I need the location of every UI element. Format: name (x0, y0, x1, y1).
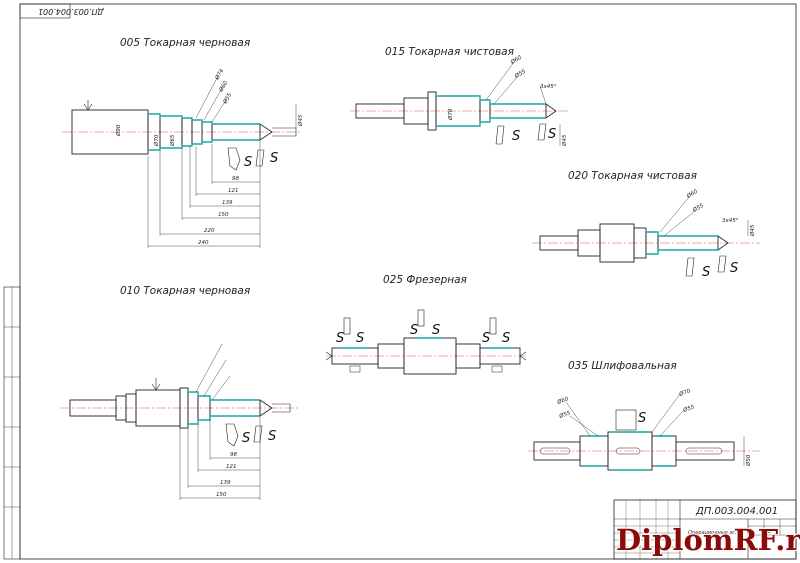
op005-dia-leader-1: Ø74 (213, 67, 225, 82)
feed-s-010a: S (242, 431, 250, 446)
op005-dim-150: 150 (218, 212, 229, 218)
op020-dia-end: Ø45 (749, 224, 756, 237)
op035-dia-4: Ø55 (681, 403, 695, 414)
op005-dia-main: Ø90 (115, 124, 122, 137)
op005-title: 005 Токарная черновая (120, 37, 251, 49)
op025-sketch (325, 309, 527, 375)
op010-dim-150: 150 (216, 492, 227, 498)
op010-sketch (60, 343, 300, 500)
feed-s-005b: S (270, 151, 278, 166)
feed-s-025a: S (336, 331, 344, 346)
titleblock-document-code: ДП.003.004.001 (696, 506, 779, 517)
document-code-rotated: ДП.003.004.001 (38, 7, 104, 16)
title-block (613, 499, 797, 560)
feed-s-005a: S (244, 155, 252, 170)
op035-sketch (528, 393, 760, 471)
titleblock-document-name: Операционные эс... (688, 530, 740, 536)
op020-sketch (532, 195, 760, 277)
op035-dia-1: Ø60 (555, 395, 569, 406)
op010-dim-121: 121 (226, 464, 237, 470)
op005-dim-121: 121 (228, 188, 239, 194)
op005-dim-98: 98 (232, 176, 239, 182)
op035-title: 035 Шлифовальная (568, 360, 677, 372)
feed-s-025e: S (482, 331, 490, 346)
op020-title: 020 Токарная чистовая (568, 170, 697, 182)
feed-s-025b: S (356, 331, 364, 346)
feed-s-025d: S (432, 323, 440, 338)
op010-dim-98: 98 (230, 452, 237, 458)
feed-s-020b: S (730, 261, 738, 276)
feed-s-015a: S (512, 129, 520, 144)
op035-dia-2: Ø55 (557, 409, 571, 420)
op015-title: 015 Токарная чистовая (385, 46, 514, 58)
op005-dim-139: 139 (222, 200, 233, 206)
op015-dia-3: Ø70 (447, 108, 454, 121)
feed-s-025f: S (502, 331, 510, 346)
titleblock-sheet-number: 12 (762, 527, 771, 535)
op020-chamfer: 3х45° (722, 218, 739, 224)
op005-dim-240: 240 (198, 240, 209, 246)
op005-dia-2: Ø70 (153, 134, 160, 147)
watermark-logo: DiplomRF.ru (616, 523, 800, 557)
top-code-box (19, 3, 71, 19)
feed-s-025c: S (410, 323, 418, 338)
op005-dim-220: 220 (204, 228, 215, 234)
op015-sketch (350, 61, 570, 146)
op005-dia-3: Ø65 (169, 134, 176, 147)
feed-s-020a: S (702, 265, 710, 280)
op010-title: 010 Токарная черновая (120, 285, 251, 297)
feed-s-010b: S (268, 429, 276, 444)
op005-sketch (62, 75, 300, 248)
op035-dia-3: Ø70 (677, 387, 691, 398)
op015-dia-2: Ø55 (513, 68, 528, 80)
op015-dia-4: Ø45 (561, 134, 568, 147)
op005-dia-end: Ø45 (297, 114, 304, 127)
feed-s-015b: S (548, 127, 556, 142)
op020-dia-1: Ø60 (685, 188, 700, 200)
op035-dia-end: Ø50 (745, 454, 752, 467)
op015-chamfer: 3х45° (540, 84, 557, 90)
op025-title: 025 Фрезерная (383, 274, 467, 286)
op010-dim-139: 139 (220, 480, 231, 486)
sheet-frame (19, 3, 797, 560)
feed-s-035: S (638, 411, 646, 426)
